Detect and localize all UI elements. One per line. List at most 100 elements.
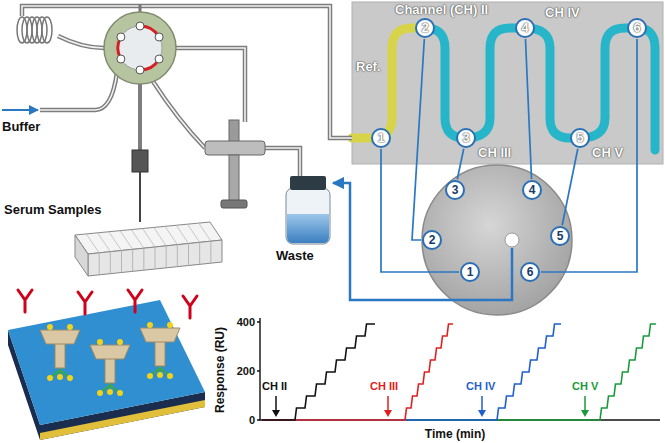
well-plate xyxy=(121,251,122,273)
tubing xyxy=(22,6,352,138)
injection-arrow xyxy=(384,410,392,417)
port-number: 5 xyxy=(557,230,564,242)
receptor-molecule xyxy=(97,339,103,345)
antibody xyxy=(78,292,92,314)
receptor-molecule xyxy=(55,342,65,368)
inlet-label: Buffer xyxy=(2,120,40,135)
sample-needle xyxy=(138,84,142,150)
tubing xyxy=(152,80,205,148)
channel-label: CH III xyxy=(478,146,511,161)
series-label: CH III xyxy=(370,380,398,393)
port-number-circle: 3 xyxy=(445,180,465,200)
receptor-molecule xyxy=(147,322,153,328)
receptor-molecule xyxy=(117,390,123,396)
port-number-circle: 5 xyxy=(550,226,570,246)
chart-axis xyxy=(257,318,660,420)
waste-bottle xyxy=(286,176,330,244)
port-number-circle: 4 xyxy=(515,18,535,38)
receptor-molecule xyxy=(67,324,73,330)
waste-bottle xyxy=(287,214,329,243)
well-plate xyxy=(109,232,122,251)
tubing-connector xyxy=(525,39,531,179)
axis-title: Response (RU) xyxy=(214,327,228,413)
port-number: 6 xyxy=(527,266,534,278)
tubing xyxy=(265,148,300,176)
receptor-molecule xyxy=(157,372,163,378)
antibody xyxy=(18,290,197,318)
injection-arrow xyxy=(387,396,389,411)
injection-valve xyxy=(136,22,144,30)
antibody xyxy=(128,290,142,312)
port-number-circle: 1 xyxy=(460,262,480,282)
receptor-molecule xyxy=(47,375,53,381)
tubing xyxy=(58,36,104,48)
receptor-molecule xyxy=(97,390,103,396)
injection-valve xyxy=(136,66,144,74)
port-number: 4 xyxy=(521,21,528,36)
receptor-molecule xyxy=(90,339,130,396)
sample-needle xyxy=(132,84,148,222)
well-plate xyxy=(155,247,156,269)
well-plate xyxy=(120,231,133,250)
sample-needle xyxy=(132,150,148,172)
receptor-molecule xyxy=(40,322,180,396)
series-label: CH IV xyxy=(466,380,495,393)
injection-arrow xyxy=(481,396,483,411)
distribution-valve xyxy=(422,165,572,315)
axis-title: Time (min) xyxy=(425,428,485,442)
well-plate xyxy=(132,249,133,271)
flow-cell-panel: Channel (CH) IIRef.CH IIICH IVCH V123456 xyxy=(352,2,663,164)
port-number: 4 xyxy=(529,184,536,196)
port-number-circle: 3 xyxy=(456,128,476,148)
port-number-circle: 6 xyxy=(520,262,540,282)
port-number: 5 xyxy=(576,131,583,146)
receptor-molecule xyxy=(105,357,115,383)
port-number-circle: 6 xyxy=(627,18,647,38)
injection-valve xyxy=(117,55,125,63)
injection-arrow xyxy=(272,396,589,417)
injection-valve xyxy=(139,4,142,12)
sensorgram-trace xyxy=(262,324,656,420)
well-plate xyxy=(199,223,211,241)
tubing xyxy=(176,48,245,122)
port-number-circle: 5 xyxy=(570,128,590,148)
well-plate xyxy=(143,248,144,270)
sensor-chip xyxy=(8,300,205,440)
tubing xyxy=(58,36,104,48)
injection-arrow xyxy=(478,410,486,417)
well-plate xyxy=(143,229,156,248)
receptor-molecule xyxy=(140,328,180,342)
waste-bottle xyxy=(290,176,326,190)
injection-valve xyxy=(117,33,125,41)
flow-channel xyxy=(352,28,425,138)
waste-line xyxy=(333,183,512,300)
port-number: 6 xyxy=(633,21,640,36)
port-number: 2 xyxy=(421,21,428,36)
receptor-molecule xyxy=(117,339,123,345)
coil xyxy=(42,17,52,43)
tubing xyxy=(176,48,245,122)
port-number: 3 xyxy=(462,131,469,146)
well-plate xyxy=(98,233,111,252)
port-number-circle: 2 xyxy=(415,18,435,38)
tubing xyxy=(40,72,117,110)
sensorgram-trace xyxy=(262,324,656,420)
port-number: 2 xyxy=(429,234,436,246)
receptor-molecule xyxy=(47,324,53,330)
tubing-connector xyxy=(412,39,424,240)
receptor-molecule xyxy=(140,322,180,379)
injection-valve xyxy=(118,26,159,70)
port-number-circle: 2 xyxy=(422,230,442,250)
series-label: CH II xyxy=(262,380,287,393)
port-number: 3 xyxy=(452,184,459,196)
port-number-circle: 1 xyxy=(371,128,391,148)
tick-label: 0 xyxy=(249,414,255,427)
well-plate xyxy=(188,224,200,242)
distribution-valve xyxy=(505,233,519,247)
receptor-molecule xyxy=(90,345,130,359)
antibody xyxy=(183,296,197,318)
injection-valve xyxy=(104,12,176,84)
receptor-molecule xyxy=(167,373,173,379)
